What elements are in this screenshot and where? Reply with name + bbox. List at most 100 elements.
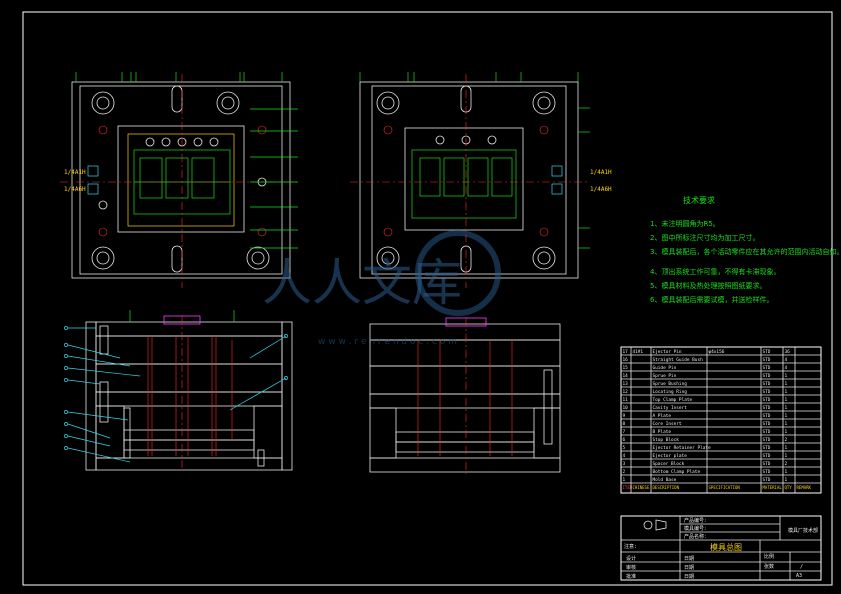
product-no-label: 产品编号：	[684, 517, 709, 524]
bom-cell: 7	[623, 429, 626, 435]
bom-cell: STD	[763, 429, 771, 435]
bom-cell: 4	[785, 357, 788, 363]
bom-cell: Sprue Pin	[653, 373, 677, 379]
bom-cell: 1	[785, 397, 788, 403]
bom-cell: 1	[785, 429, 788, 435]
bom-cell: 4	[623, 453, 626, 459]
bom-cell: 1	[785, 477, 788, 483]
bom-cell: 1	[785, 389, 788, 395]
bom-cell: STD	[763, 461, 771, 467]
section-view-left	[64, 310, 293, 471]
bom-cell: 2	[785, 461, 788, 467]
bom-cell: 17	[623, 349, 629, 355]
bom-cell: 1	[785, 413, 788, 419]
scale-label: 比例	[764, 553, 774, 560]
bom-cell: 8	[623, 421, 626, 427]
bom-header-cell: QTY	[785, 485, 793, 490]
drawing-border	[22, 11, 833, 586]
bom-cell: 36	[785, 349, 791, 355]
bom-cell: 14	[623, 373, 629, 379]
bom-cell: Guide Pin	[653, 365, 677, 371]
bom-cell: STD	[763, 397, 771, 403]
bom-cell: Bottom Clamp Plate	[653, 469, 701, 475]
bom-cell: STD	[763, 453, 771, 459]
bom-cell: 41#1	[633, 349, 644, 355]
date-label: 日期	[684, 556, 694, 562]
tech-requirements: 技术要求 1、未注明圆角为R5。 2、图中所标注尺寸均为加工尺寸。 3、模具装配…	[650, 195, 841, 304]
bom-cell: STD	[763, 421, 771, 427]
projection-symbol-icon	[655, 519, 667, 531]
mold-no-label: 模具编号：	[684, 525, 709, 532]
bom-cell: STD	[763, 373, 771, 379]
sheet-value: /	[800, 564, 803, 570]
bom-cell: Spacer Block	[653, 461, 685, 467]
approve-label: 注意:	[624, 543, 637, 550]
bom-cell: Sprue Bushing	[653, 381, 688, 387]
bom-cell: Ejector Pin	[653, 349, 682, 355]
bom-cell: 3	[623, 461, 626, 467]
bom-cell: Cavity Insert	[653, 405, 688, 411]
bom-header-cell: MATERIAL	[763, 485, 783, 490]
bom-cell: STD	[763, 437, 771, 443]
bom-cell: STD	[763, 381, 771, 387]
bom-cell: 2	[623, 469, 626, 475]
bom-header-cell: CHINESE	[633, 485, 650, 490]
bom-cell: Top Clamp Plate	[653, 397, 693, 403]
product-name-label: 产品名称：	[684, 533, 709, 540]
bom-cell: Core Insert	[653, 421, 682, 427]
bom-cell: 4	[785, 365, 788, 371]
bom-cell: 1	[785, 421, 788, 427]
bom-cell: STD	[763, 349, 771, 355]
tech-req-item: 6、模具装配后需要试模，并送检样件。	[650, 295, 773, 304]
bom-cell: 1	[785, 381, 788, 387]
bom-cell: 13	[623, 381, 629, 387]
watermark-logo-ring	[415, 230, 501, 316]
approver-label: 批准	[626, 573, 636, 580]
bom-cell: STD	[763, 445, 771, 451]
bom-cell: Ejector Retainer Plate	[653, 445, 712, 451]
title-block: 产品编号： 模具编号： 产品名称： 模具厂技术部 模具总图 比例 张数 / A3…	[620, 515, 822, 581]
bom-cell: 1	[623, 477, 626, 483]
bom-cell: A Plate	[653, 413, 672, 419]
bom-cell: STD	[763, 365, 771, 371]
bom-cell: 1	[785, 445, 788, 451]
watermark: 人人文库 w w w . r e n r e n d o c . c o m	[262, 230, 501, 347]
section-label-right-b: 1/4A6H	[590, 186, 612, 193]
bom-header-cell: REMARK	[797, 485, 812, 490]
bom-cell: 15	[623, 365, 629, 371]
bom-cell: φ4x156	[709, 349, 725, 355]
bom-cell: 1	[785, 469, 788, 475]
bom-cell: STD	[763, 413, 771, 419]
date-label: 日期	[684, 574, 694, 580]
bom-cell: STD	[763, 477, 771, 483]
bom-cell: 5	[623, 445, 626, 451]
company-name: 模具厂技术部	[788, 527, 818, 534]
tech-req-item: 3、模具装配后，各个活动零件应在其允许的范围内活动自如。	[650, 247, 841, 256]
drawing-name: 模具总图	[710, 542, 742, 552]
bom-cell: STD	[763, 469, 771, 475]
watermark-text: 人人文库	[262, 254, 462, 312]
tech-req-item: 2、图中所标注尺寸均为加工尺寸。	[650, 233, 759, 242]
bom-cell: Stop Block	[653, 437, 680, 443]
bom-cell: STD	[763, 389, 771, 395]
bom-cell: STD	[763, 357, 771, 363]
bom-cell: 2	[785, 437, 788, 443]
watermark-url: w w w . r e n r e n d o c . c o m	[318, 337, 457, 347]
tech-req-item: 1、未注明圆角为R5。	[650, 219, 720, 228]
bom-cell: 1	[785, 405, 788, 411]
bom-cell: Locating Ring	[653, 389, 688, 395]
bom-header-cell: ITEM	[623, 485, 633, 490]
tech-req-item: 4、顶出系统工作可靠，不得有卡滞现象。	[650, 267, 780, 276]
bom-header-cell: DESCRIPTION	[653, 485, 680, 490]
checker-label: 审核	[626, 564, 636, 571]
tech-requirements-title: 技术要求	[683, 195, 715, 205]
plan-view-right	[350, 72, 590, 288]
bom-cell: 9	[623, 413, 626, 419]
designer-label: 设计	[626, 555, 636, 562]
bom-cell: Ejector plate	[653, 453, 688, 459]
plan-view-left	[60, 72, 300, 288]
bom-cell: Straight Guide Bush	[653, 357, 704, 363]
date-label: 日期	[684, 565, 694, 571]
